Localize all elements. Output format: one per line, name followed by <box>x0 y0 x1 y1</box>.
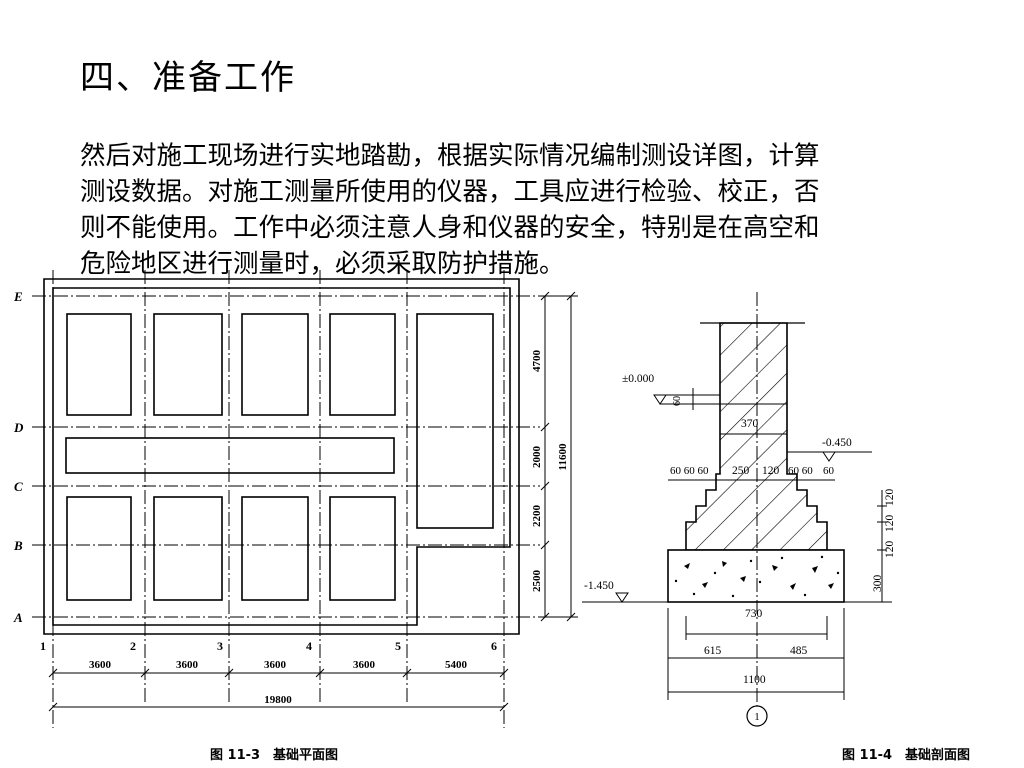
axis-label-col: 3 <box>217 639 223 653</box>
step-height: 120 <box>884 515 896 533</box>
axis-label-col: 1 <box>40 639 46 653</box>
footings-lower <box>66 496 396 601</box>
row-height: 4700 <box>531 350 543 373</box>
total-height: 11600 <box>557 443 569 470</box>
elevation-outside: -0.450 <box>822 437 852 449</box>
bay-width: 3600 <box>264 659 287 671</box>
plan-inner-outline <box>52 287 511 626</box>
wall-width: 370 <box>741 418 759 430</box>
foundation-section <box>582 292 892 727</box>
section-labels: ±0.000 60 370 -0.450 60 60 60 250 120 60… <box>584 373 896 723</box>
body-paragraph: 然后对施工现场进行实地踏勘，根据实际情况编制测设详图，计算 测设数据。对施工测量… <box>80 138 925 282</box>
foundation-plan <box>32 270 578 728</box>
axis-label-col: 6 <box>491 639 497 653</box>
right-part: 485 <box>790 645 808 657</box>
paragraph-line: 危险地区进行测量时，必须采取防护措施。 <box>80 249 565 279</box>
section-caption: 图 11-4 基础剖面图 <box>842 747 970 763</box>
bay-width: 3600 <box>176 659 199 671</box>
concrete-pad <box>667 549 845 603</box>
plan-bay-dimensions: 3600 3600 3600 3600 5400 19800 <box>89 659 468 706</box>
step-end: 60 <box>823 465 835 477</box>
step-height: 120 <box>884 489 896 507</box>
plan-outer-outline <box>43 278 520 635</box>
row-axis-lines <box>32 295 540 618</box>
plan-bottom-dimensions <box>48 668 509 712</box>
axis-label-row: C <box>14 479 23 494</box>
axis-bubble-label: 1 <box>754 711 760 723</box>
row-height: 2500 <box>531 570 543 593</box>
axis-label-row: B <box>13 538 23 553</box>
left-part: 615 <box>704 645 722 657</box>
axis-label-col: 4 <box>306 639 312 653</box>
plan-caption: 图 11-3 基础平面图 <box>210 747 338 763</box>
pad-height: 300 <box>872 575 884 593</box>
axis-bubble <box>746 705 768 727</box>
axis-label-row: A <box>13 610 23 625</box>
axis-label-col: 2 <box>130 639 136 653</box>
axis-label-row: E <box>13 289 23 304</box>
step-mid: 250 <box>732 465 750 477</box>
elevation-ground: ±0.000 <box>622 373 654 385</box>
elevation-marker <box>615 592 629 603</box>
section-total-width: 1100 <box>743 674 766 686</box>
axis-label-col: 5 <box>395 639 401 653</box>
paragraph-line: 测设数据。对施工测量所使用的仪器，工具应进行检验、校正，否 <box>80 177 820 207</box>
plan-right-dimensions <box>538 291 578 622</box>
plan-row-labels: E D C B A <box>13 289 24 625</box>
plan-row-dimensions: 4700 2000 2200 2500 11600 <box>531 350 569 593</box>
elevation-bottom: -1.450 <box>584 580 614 592</box>
axis-label-row: D <box>13 420 24 435</box>
concrete-aggregate <box>674 555 840 598</box>
strip-footing <box>65 437 395 474</box>
row-height: 2200 <box>531 505 543 528</box>
paragraph-line: 然后对施工现场进行实地踏勘，根据实际情况编制测设详图，计算 <box>80 141 820 171</box>
elevation-marker <box>653 394 667 405</box>
col-axis-lines <box>52 270 505 728</box>
step-height: 120 <box>884 541 896 559</box>
pad-width: 730 <box>745 608 763 620</box>
elevation-marker <box>822 451 836 462</box>
bay-width: 3600 <box>353 659 376 671</box>
step-right: 60 60 <box>788 465 813 477</box>
step-left: 60 60 60 <box>670 465 709 477</box>
dim-60: 60 <box>672 396 683 406</box>
step-120: 120 <box>762 465 780 477</box>
slide-title: 四、准备工作 <box>80 58 296 98</box>
row-height: 2000 <box>531 446 543 469</box>
footings-upper <box>66 313 494 529</box>
total-width: 19800 <box>264 694 292 706</box>
bay-width: 3600 <box>89 659 112 671</box>
paragraph-line: 则不能使用。工作中必须注意人身和仪器的安全，特别是在高空和 <box>80 213 820 243</box>
bay-width: 5400 <box>445 659 468 671</box>
plan-col-labels: 1 2 3 4 5 6 <box>40 639 497 653</box>
